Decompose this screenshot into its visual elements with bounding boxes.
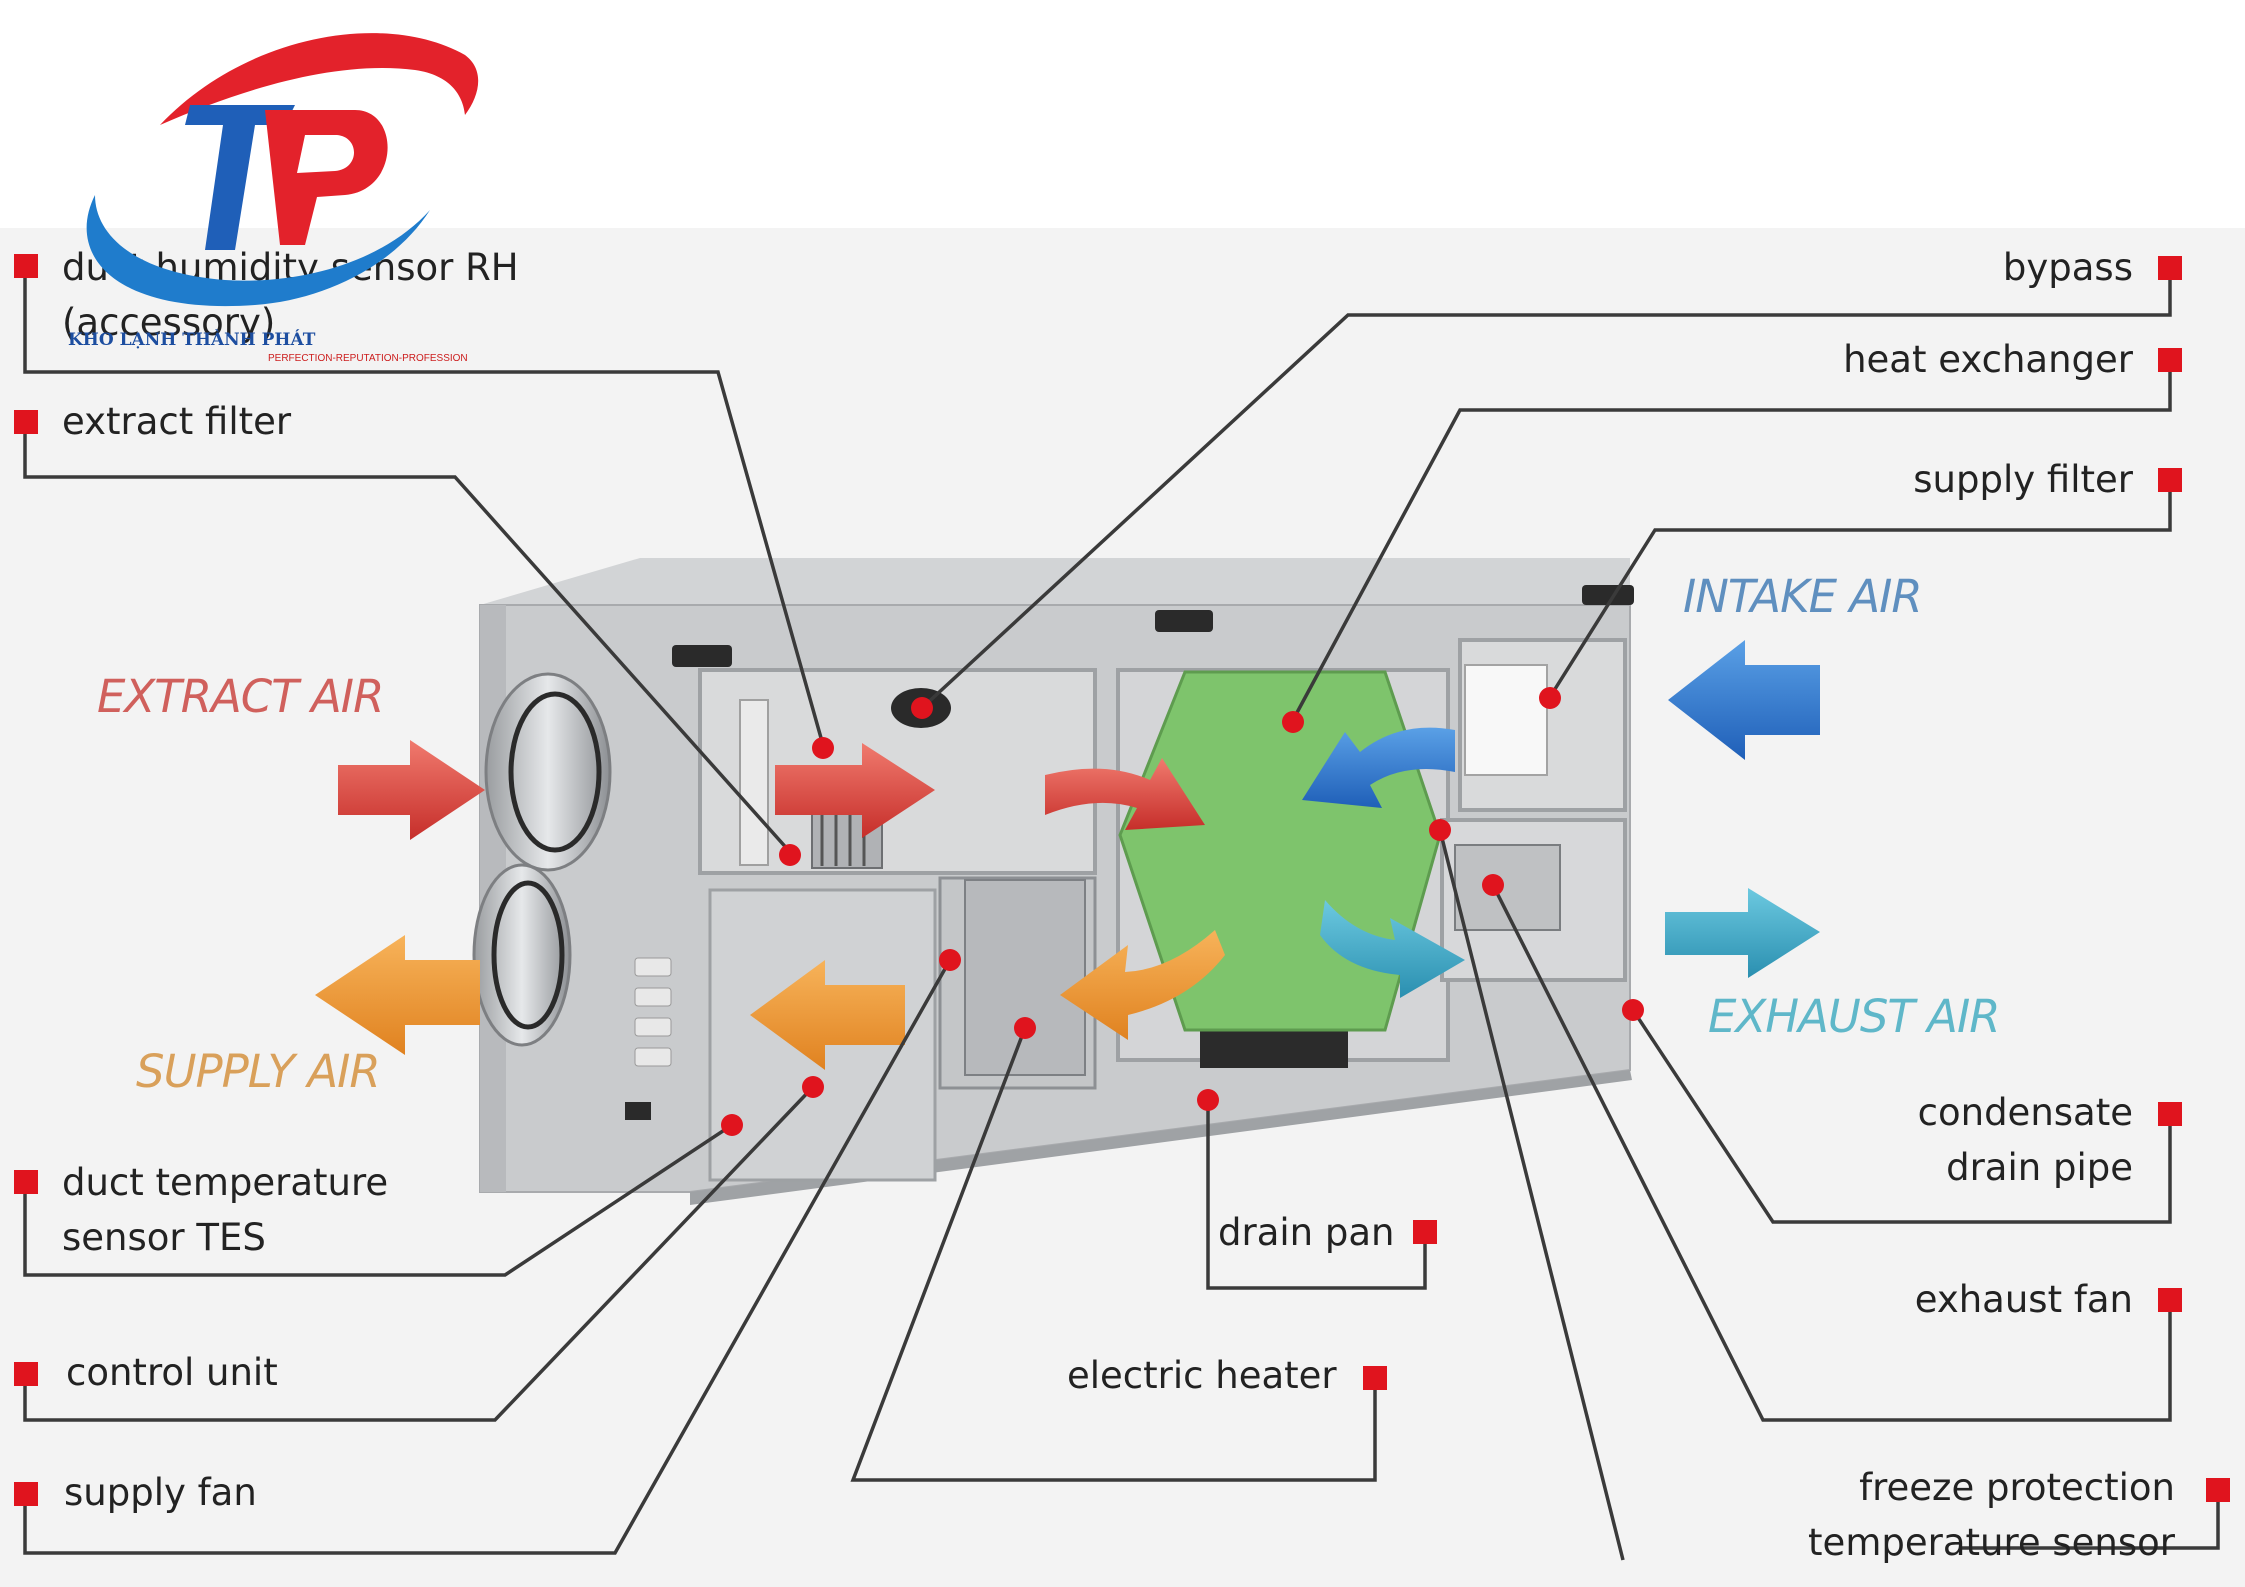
- dot-condensate-pipe: [1622, 999, 1644, 1021]
- logo-tagline: PERFECTION-REPUTATION-PROFESSION: [268, 353, 468, 364]
- label-supply-filter: supply filter: [1913, 458, 2133, 501]
- label-condensate-pipe: condensate drain pipe: [1918, 1085, 2133, 1195]
- dot-exhaust-fan: [1482, 874, 1504, 896]
- dot-duct-temp-sensor: [721, 1114, 743, 1136]
- dot-drain-pan: [1197, 1089, 1219, 1111]
- label-bypass: bypass: [2002, 246, 2133, 289]
- callout-dots: [721, 687, 1644, 1136]
- dot-bypass: [911, 697, 933, 719]
- dot-humidity-sensor: [812, 737, 834, 759]
- dot-supply-filter: [1539, 687, 1561, 709]
- duct-temp-line1: duct temperature: [62, 1161, 389, 1204]
- leader-lines: [23, 265, 2220, 1561]
- label-extract-filter: extract filter: [62, 400, 292, 443]
- extract-air-arrow-inside: [775, 743, 935, 838]
- marker-supply-fan: [14, 1482, 38, 1506]
- dot-extract-filter: [779, 844, 801, 866]
- marker-extract-filter: [14, 410, 38, 434]
- intake-air-arrow-curved: [1302, 727, 1455, 808]
- marker-supply-filter: [2158, 468, 2182, 492]
- freeze-line1: freeze protection: [1859, 1466, 2175, 1509]
- supply-duct: [472, 863, 572, 1047]
- intake-air-arrow-outside: [1668, 640, 1820, 760]
- marker-electric-heater: [1363, 1366, 1387, 1390]
- dot-control-unit: [802, 1076, 824, 1098]
- label-heat-exchanger: heat exchanger: [1843, 338, 2133, 381]
- marker-control-unit: [14, 1362, 38, 1386]
- label-duct-temp-sensor: duct temperature sensor TES: [62, 1155, 388, 1265]
- exhaust-air-arrow-outside: [1665, 888, 1820, 978]
- label-exhaust-fan: exhaust fan: [1914, 1278, 2133, 1321]
- logo-blue-swoosh: [86, 195, 430, 307]
- supply-air-arrow-inside: [750, 960, 905, 1070]
- extract-air-arrow-curved: [1045, 758, 1205, 830]
- supply-air-arrow-outside: [315, 935, 480, 1055]
- supply-air-label: SUPPLY AIR: [136, 1045, 381, 1098]
- company-logo: [86, 33, 479, 307]
- dot-heat-exchanger: [1282, 711, 1304, 733]
- dot-freeze-sensor: [1429, 819, 1451, 841]
- condensate-line1: condensate: [1917, 1091, 2133, 1134]
- logo-red-swoosh: [160, 33, 479, 125]
- logo-letter-t: [185, 105, 295, 250]
- marker-heat-exchanger: [2158, 348, 2182, 372]
- extract-air-arrow-outside: [338, 740, 485, 840]
- marker-freeze-sensor: [2206, 1478, 2230, 1502]
- label-electric-heater: electric heater: [1067, 1354, 1337, 1397]
- freeze-line2: temperature sensor: [1808, 1521, 2175, 1564]
- marker-humidity-sensor: [14, 254, 38, 278]
- marker-condensate-pipe: [2158, 1102, 2182, 1126]
- label-control-unit: control unit: [66, 1351, 278, 1394]
- label-freeze-sensor: freeze protection temperature sensor: [1808, 1460, 2175, 1570]
- label-markers: [14, 254, 2230, 1506]
- extract-air-label: EXTRACT AIR: [97, 670, 384, 723]
- exhaust-air-label: EXHAUST AIR: [1708, 990, 2000, 1043]
- dot-electric-heater: [1014, 1017, 1036, 1039]
- exhaust-air-arrow-curved: [1320, 900, 1465, 998]
- marker-bypass: [2158, 256, 2182, 280]
- supply-air-arrow-curved: [1060, 930, 1225, 1040]
- marker-exhaust-fan: [2158, 1288, 2182, 1312]
- dot-supply-fan: [939, 949, 961, 971]
- condensate-line2: drain pipe: [1946, 1146, 2133, 1189]
- marker-duct-temp-sensor: [14, 1170, 38, 1194]
- intake-air-label: INTAKE AIR: [1683, 570, 1923, 623]
- marker-drain-pan: [1413, 1220, 1437, 1244]
- extract-duct: [484, 672, 612, 872]
- logo-letter-p: [265, 110, 388, 245]
- logo-brand-name: KHO LẠNH THÀNH PHÁT: [68, 330, 316, 350]
- label-drain-pan: drain pan: [1218, 1211, 1395, 1254]
- label-supply-fan: supply fan: [64, 1471, 257, 1514]
- duct-temp-line2: sensor TES: [62, 1216, 266, 1259]
- humidity-sensor-line2: (accessory): [62, 301, 276, 344]
